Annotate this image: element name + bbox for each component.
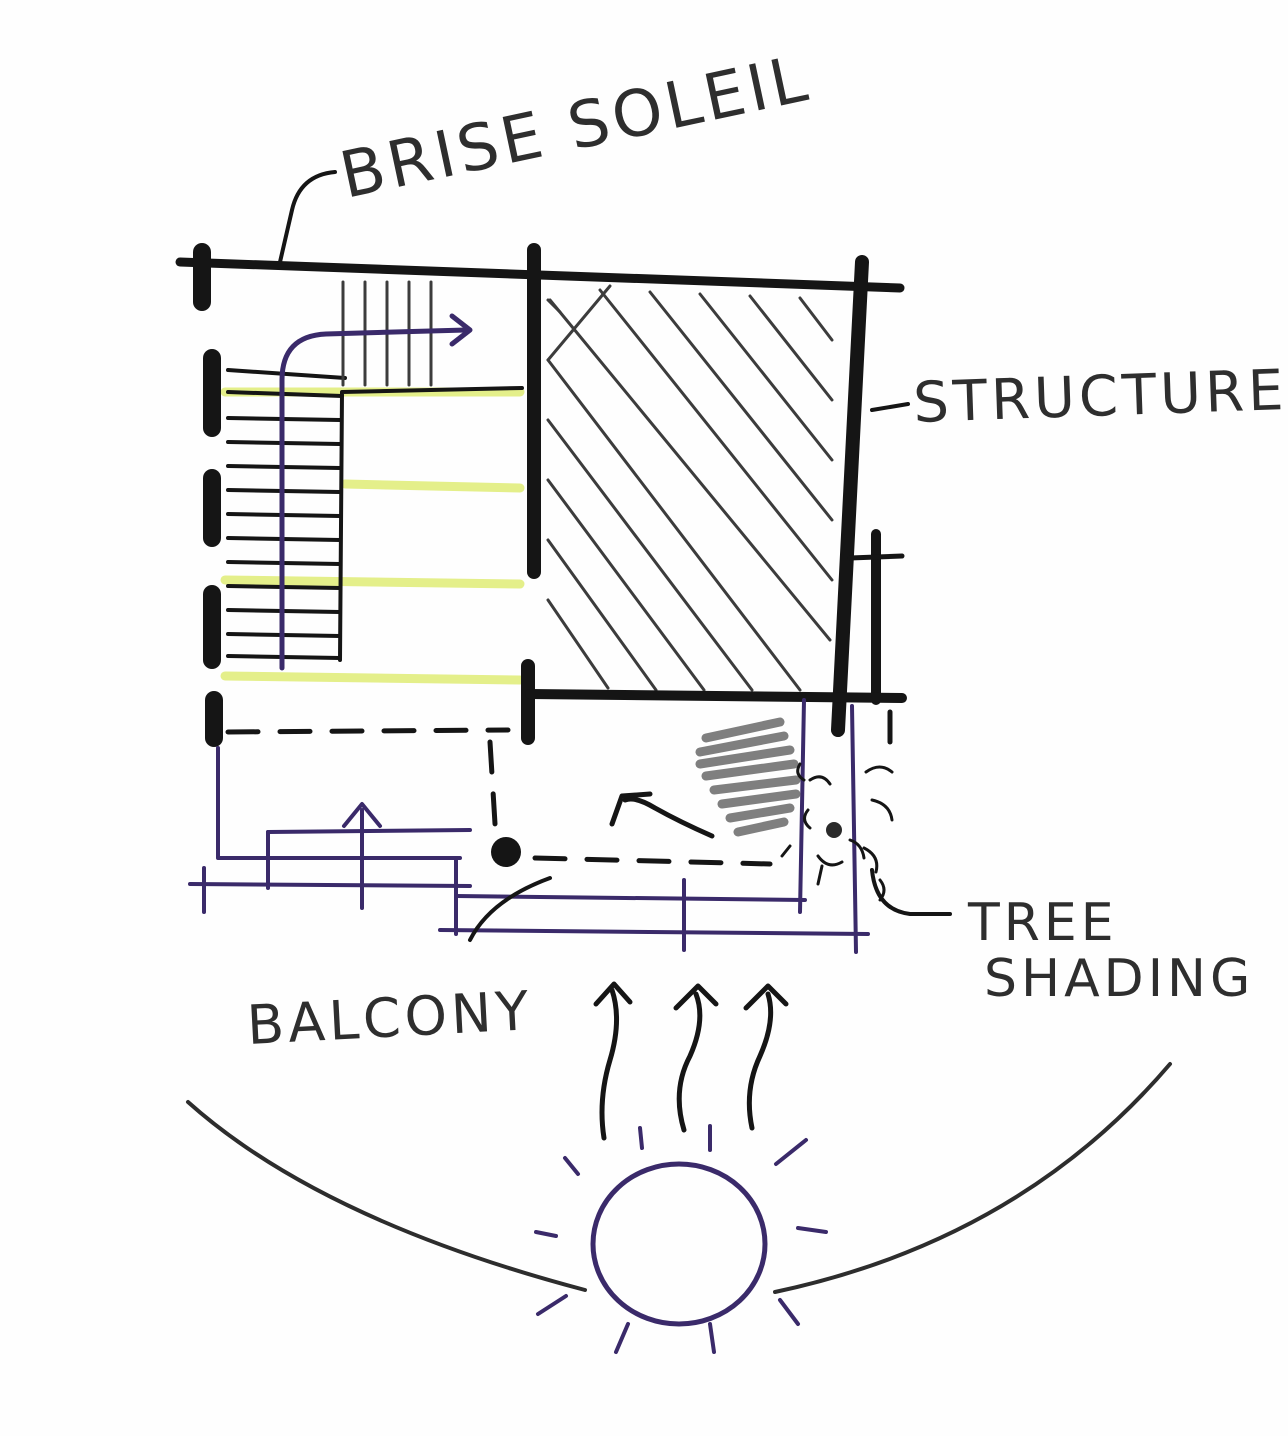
heat-arrow <box>746 991 774 1131</box>
highlight-band <box>220 575 525 589</box>
tree-canopy-shading <box>695 717 801 837</box>
label-balcony: BALCONY <box>245 979 534 1057</box>
structure-hatch <box>546 284 834 692</box>
sun-rays <box>534 1124 828 1354</box>
column-dot <box>491 837 521 867</box>
heat-arrows <box>593 981 789 1141</box>
sun-path-arc <box>186 1062 1172 1294</box>
highlight-band <box>340 479 525 493</box>
highlight-band <box>220 671 525 685</box>
label-brise-soleil: BRISE SOLEIL <box>334 42 817 214</box>
brise-soleil-louvers <box>193 243 223 747</box>
structure-leader <box>870 402 910 412</box>
tree-symbol <box>780 762 894 902</box>
balcony-leader <box>468 876 552 942</box>
stair-inner-edge <box>338 386 524 662</box>
sun-icon <box>590 1161 768 1327</box>
brise-soleil-leader <box>278 170 337 264</box>
stair-arrowhead <box>449 313 473 347</box>
tree-leader <box>870 868 952 916</box>
overhang-dashed <box>225 709 893 867</box>
heat-arrow <box>676 991 703 1133</box>
structure-wall <box>831 255 869 737</box>
airflow-arrow <box>622 796 715 839</box>
label-tree: TREE <box>967 893 1118 953</box>
heat-arrow <box>599 987 620 1141</box>
stair-treads <box>226 368 347 660</box>
tree-trunk <box>826 822 842 838</box>
stair-direction-arrow <box>279 327 469 671</box>
structure-base <box>525 689 907 703</box>
label-shading: SHADING <box>984 949 1254 1009</box>
yellow-highlights <box>220 387 525 685</box>
label-structure: STRUCTURE <box>912 358 1288 436</box>
